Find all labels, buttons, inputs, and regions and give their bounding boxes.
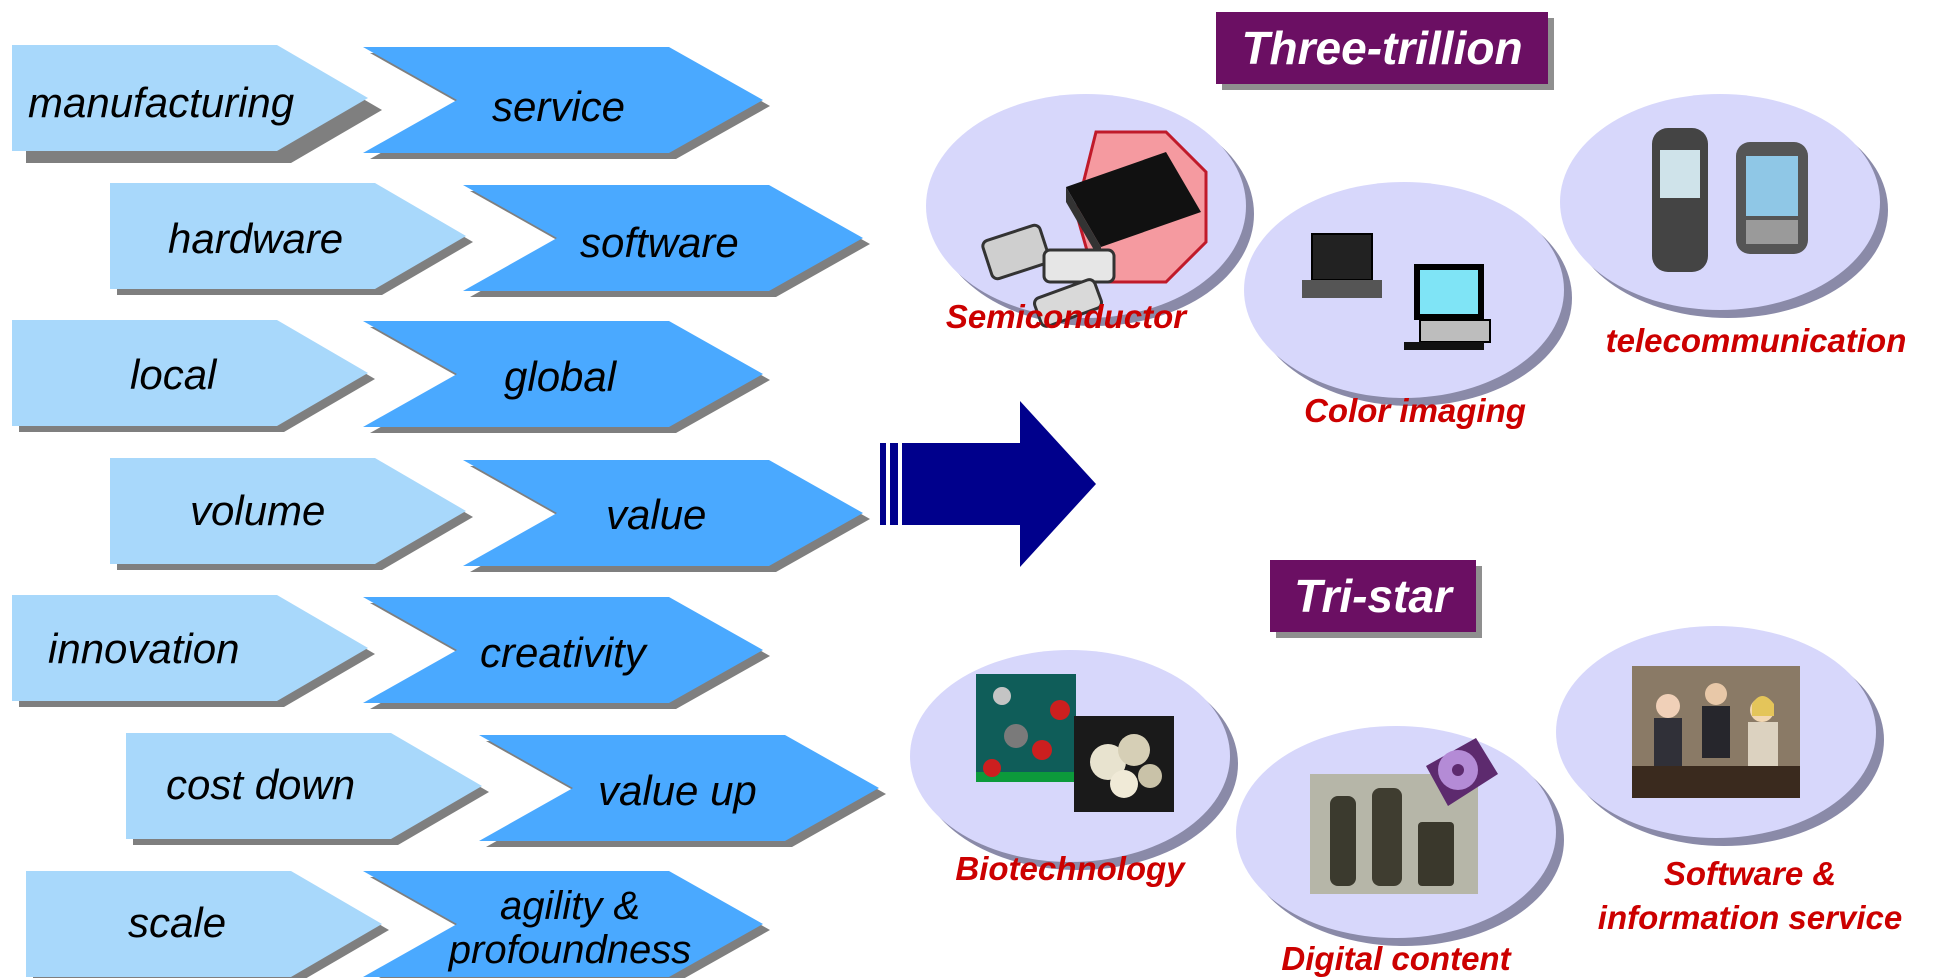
shift-from-label: local [130,351,217,398]
chevron-from [26,871,382,977]
shift-from-label: hardware [168,215,344,262]
shift-from-label: volume [190,487,326,534]
transition-arrow-icon [880,401,1096,567]
chevron-to [363,871,763,977]
chevron-from [110,458,466,564]
chevron-to [363,597,763,703]
chevron-from [12,320,368,426]
caption-biotechnology: Biotechnology [955,850,1185,887]
shift-to-label: value up [598,767,757,814]
shift-to-label: service [492,83,626,130]
business-meeting-icon [1556,626,1884,846]
shift-to-label: global [504,353,617,400]
artifacts-icon [1236,726,1564,946]
computer-icon [1244,182,1572,406]
shift-from-label: innovation [48,625,240,672]
chevron-to [363,47,763,153]
chevron-to [463,460,863,566]
shift-to-label: software [580,219,739,266]
caption-semiconductor: Semiconductor [945,298,1187,335]
chevron-from [12,595,368,701]
shift-from-label: cost down [166,761,356,808]
caption-telecommunication: telecommunication [1605,322,1907,359]
caption-software-information-service: Software & information service [1597,855,1903,936]
chip-icon [926,94,1254,328]
group-title-three-trillion: Three-trillion [1216,12,1548,84]
chevron-to [363,321,763,427]
molecule-icon [910,650,1238,870]
shift-to-label: agility & profoundness [448,884,692,972]
chevron-from [110,183,466,289]
caption-digital-content: Digital content [1281,940,1511,977]
shift-to-label: value [606,491,707,538]
chevron-to [463,185,863,291]
caption-color-imaging: Color imaging [1304,392,1526,429]
chevron-from [126,733,482,839]
chevron-from [12,45,368,151]
mobile-phone-icon [1560,94,1888,318]
group-title-tri-star: Tri-star [1270,560,1476,632]
shift-from-label: scale [128,899,227,946]
chevron-to [479,735,879,841]
shift-to-label: creativity [480,629,646,676]
shift-from-label: manufacturing [28,79,295,126]
